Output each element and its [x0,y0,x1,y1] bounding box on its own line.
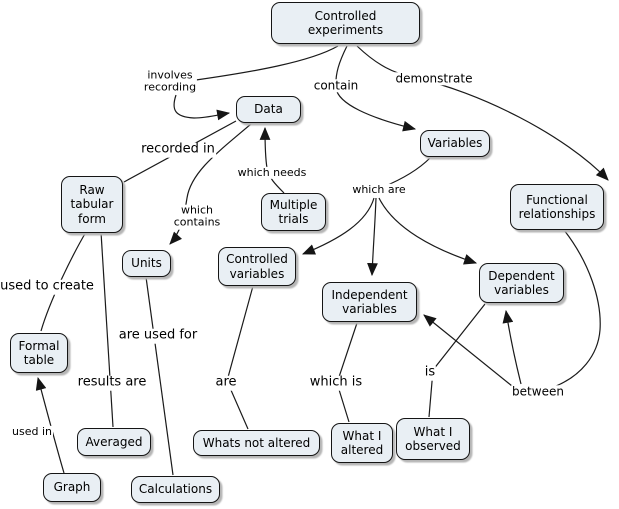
node-what-i-altered[interactable]: What I altered [331,423,393,463]
node-controlled-experiments[interactable]: Controlled experiments [271,2,420,44]
node-independent-variables[interactable]: Independent variables [322,282,417,322]
node-calculations[interactable]: Calculations [131,476,220,503]
node-formal-table[interactable]: Formal table [10,333,68,373]
edge-rawtabular-usedtocreate-formaltable [40,231,87,332]
edge-label-used-in[interactable]: used in [11,424,53,439]
edge-whichare-controlledvars [301,197,375,255]
node-functional-relationships[interactable]: Functional relationships [510,184,604,230]
edge-label-used-to-create[interactable]: used to create [0,278,95,295]
edge-experiments-demonstrate-functional [356,45,609,181]
node-whats-not-altered[interactable]: Whats not altered [193,430,320,456]
node-data[interactable]: Data [236,96,301,123]
node-averaged[interactable]: Averaged [77,428,151,456]
edge-label-are-used-for[interactable]: are used for [117,327,199,344]
edge-functional-between [555,229,601,387]
edge-rawtabular-resultsare-averaged [100,231,114,428]
edge-experiments-involves-recording [195,45,339,81]
edge-controlledvars-are-whatsnotaltered [226,285,254,430]
node-raw-tabular-form[interactable]: Raw tabular form [61,176,123,233]
node-graph[interactable]: Graph [43,473,101,502]
edge-data-whichcontains-units [169,123,252,245]
edge-label-between[interactable]: between [511,384,565,399]
edge-label-demonstrate[interactable]: demonstrate [394,71,474,86]
node-units[interactable]: Units [122,250,171,277]
edge-involves-recording-data [173,94,231,121]
edge-whichare-independentvars [367,197,378,277]
edge-label-involves-recording[interactable]: involves recording [142,68,198,95]
edge-label-contain[interactable]: contain [312,78,360,93]
node-dependent-variables[interactable]: Dependent variables [479,263,564,303]
node-what-i-observed[interactable]: What I observed [396,418,470,460]
edge-label-are[interactable]: are [214,374,238,391]
edge-label-is[interactable]: is [423,364,437,381]
edge-label-recorded-in[interactable]: recorded in [140,141,216,158]
edge-dependentvars-is-whatobserved [428,303,486,418]
edge-between-dependentvars [502,309,522,385]
edge-multipletrials-whichneeds-data [259,126,285,194]
edge-independentvars-whichis-whataltered [336,322,358,423]
edge-label-which-needs[interactable]: which needs [236,165,308,180]
edge-label-which-are[interactable]: which are [351,182,407,197]
node-controlled-variables[interactable]: Controlled variables [218,247,296,286]
edge-label-results-are[interactable]: results are [76,374,148,391]
edge-label-which-contains[interactable]: which contains [172,203,222,230]
edge-whichare-dependentvars [378,197,478,265]
edge-units-areusedfor-calculations [145,276,174,476]
edge-between-independentvars [423,314,513,387]
node-variables[interactable]: Variables [420,130,490,157]
edge-label-which-is[interactable]: which is [308,374,364,391]
node-multiple-trials[interactable]: Multiple trials [261,193,326,231]
